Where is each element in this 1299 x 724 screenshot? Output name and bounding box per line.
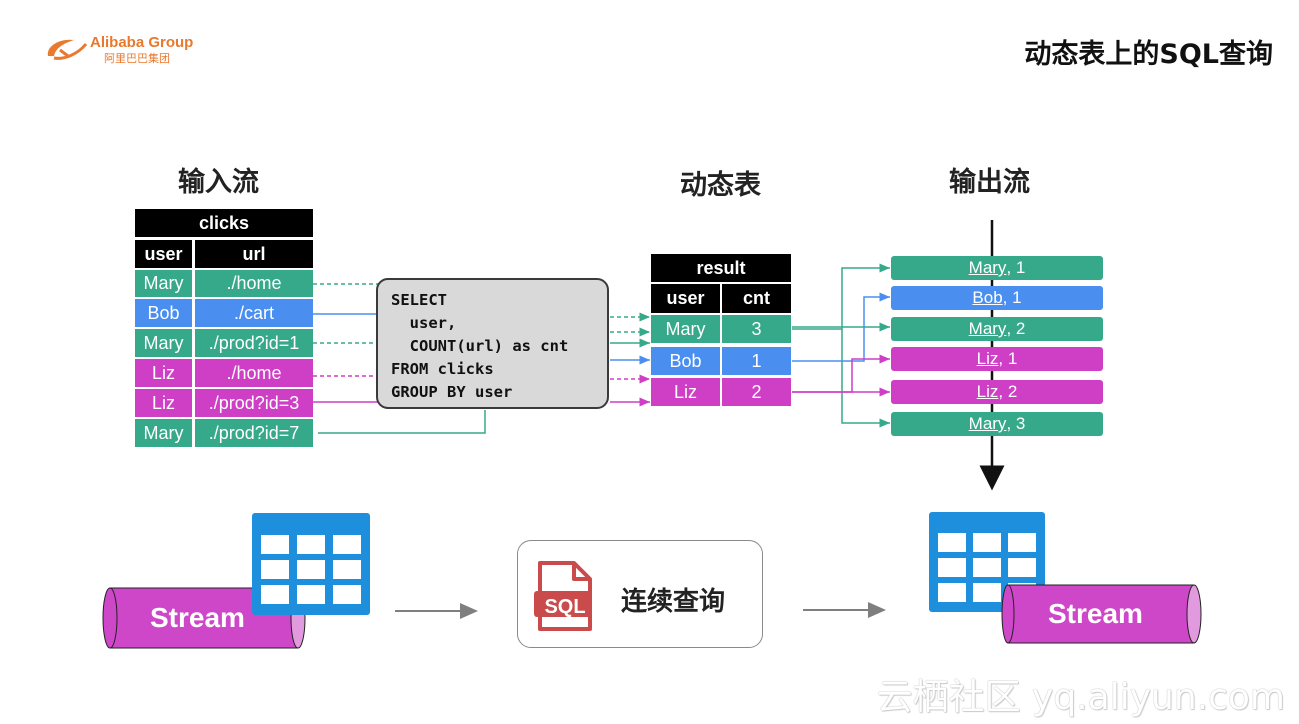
output-row-3-value: , 2 (1006, 319, 1026, 338)
continuous-query-box: SQL 连续查询 (517, 540, 763, 648)
result-table-name: result (651, 254, 791, 282)
clicks-row-4-user: Liz (135, 359, 192, 387)
output-row-6: Mary, 3 (891, 412, 1103, 436)
output-row-3-user: Mary (968, 319, 1007, 338)
clicks-row-1-user: Mary (135, 270, 192, 297)
output-row-5: Liz, 2 (891, 380, 1103, 404)
sql-line-1: SELECT (391, 291, 447, 309)
output-row-2: Bob, 1 (891, 286, 1103, 310)
clicks-row-5-user: Liz (135, 389, 192, 417)
link-input-row-6 (318, 410, 486, 434)
stream-label-right: Stream (1048, 598, 1143, 629)
page-title: 动态表上的SQL查询 (1024, 39, 1273, 70)
output-row-3: Mary, 2 (891, 317, 1103, 341)
clicks-row-2-user: Bob (135, 299, 192, 327)
result-row-1-cnt: 3 (722, 315, 791, 343)
continuous-query-label: 连续查询 (621, 587, 726, 617)
logo-text-en-label: Alibaba Group (90, 34, 194, 51)
stream-label-left: Stream (150, 602, 245, 633)
clicks-row-3-user: Mary (135, 329, 192, 357)
output-row-2-value: , 1 (1002, 288, 1022, 307)
output-row-6-value: , 3 (1006, 414, 1026, 433)
sql-query-box: SELECT user, COUNT(url) as cnt FROM clic… (376, 278, 609, 409)
clicks-table-name: clicks (135, 209, 313, 237)
input-stream-heading: 输入流 (178, 167, 259, 198)
table-grid-left-icon (252, 513, 370, 615)
output-stream-heading: 输出流 (949, 167, 1030, 198)
result-row-3-cnt: 2 (722, 378, 791, 406)
clicks-row-5-url: ./prod?id=3 (195, 389, 313, 417)
sql-line-3: COUNT(url) as cnt (391, 337, 569, 355)
result-col-user: user (651, 284, 720, 313)
clicks-row-1-url: ./home (195, 270, 313, 297)
sql-file-icon (534, 561, 592, 631)
result-row-2-user: Bob (651, 347, 720, 375)
result-row-2-cnt: 1 (722, 347, 791, 375)
alibaba-logo: Alibaba Group 阿里巴巴集团 (44, 34, 214, 66)
result-row-3-user: Liz (651, 378, 720, 406)
clicks-row-6-url: ./prod?id=7 (195, 419, 313, 447)
result-row-1-user: Mary (651, 315, 720, 343)
clicks-row-3-url: ./prod?id=1 (195, 329, 313, 357)
clicks-col-user: user (135, 240, 192, 268)
clicks-row-4-url: ./home (195, 359, 313, 387)
output-row-1-user: Mary (968, 258, 1007, 277)
output-row-6-user: Mary (968, 414, 1007, 433)
stream-cylinder-right-icon (1001, 584, 1202, 644)
alibaba-logo-icon (47, 39, 88, 60)
logo-text-en: Alibaba Group (90, 34, 193, 51)
sql-file-icon-label: SQL (544, 596, 586, 618)
link-out-blue (792, 292, 890, 362)
output-row-1: Mary, 1 (891, 256, 1103, 280)
link-out-green-a (792, 263, 890, 330)
result-col-cnt: cnt (722, 284, 791, 313)
logo-text-cn: 阿里巴巴集团 (104, 52, 170, 65)
output-row-5-user: Liz (976, 382, 999, 401)
link-out-green-c (841, 329, 890, 428)
link-out-magenta-a (792, 354, 890, 393)
output-row-4: Liz, 1 (891, 347, 1103, 371)
sql-line-4: FROM clicks (391, 360, 494, 378)
output-row-4-value: , 1 (998, 349, 1018, 368)
output-row-1-value: , 1 (1006, 258, 1026, 277)
output-row-5-value: , 2 (998, 382, 1018, 401)
output-row-2-user: Bob (972, 288, 1003, 307)
watermark-text: 云栖社区 yq.aliyun.com (876, 677, 1285, 718)
output-row-4-user: Liz (976, 349, 999, 368)
sql-line-2: user, (391, 314, 457, 332)
clicks-row-2-url: ./cart (195, 299, 313, 327)
clicks-row-6-user: Mary (135, 419, 192, 447)
clicks-col-url: url (195, 240, 313, 268)
dynamic-table-heading: 动态表 (680, 170, 761, 201)
sql-line-5: GROUP BY user (391, 383, 513, 401)
